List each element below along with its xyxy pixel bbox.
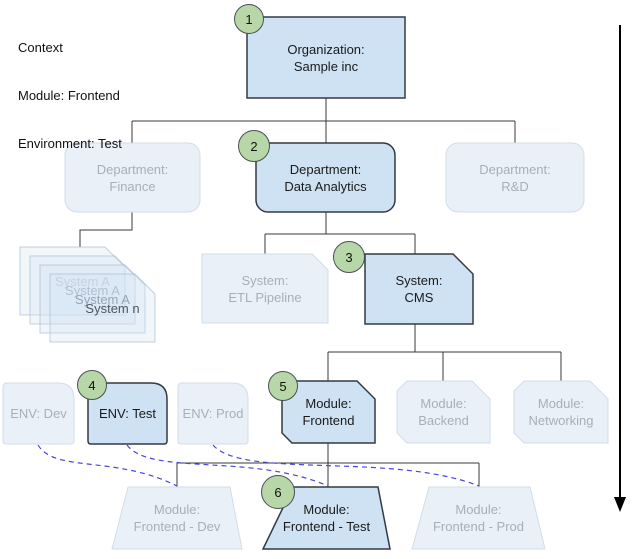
down-arrow-head-icon: [614, 497, 626, 512]
step-badge-4: 4: [77, 370, 107, 400]
dashed-link-test: [126, 444, 329, 487]
system-stack-card-4: [49, 273, 156, 343]
context-block: Context Module: Frontend Environment: Te…: [18, 8, 122, 184]
dashed-link-prod: [212, 444, 480, 487]
node-system-etl-shape: [201, 253, 329, 324]
node-dept-finance-shape: [64, 142, 201, 213]
step-badge-5: 5: [268, 371, 298, 401]
context-module: Module: Frontend: [18, 88, 120, 103]
node-env-prod-shape: [177, 382, 249, 445]
step-badge-6: 6: [261, 475, 295, 509]
node-dept-data-analytics-shape: [255, 142, 396, 213]
connector-frontend-to-deployments: [176, 443, 480, 487]
connector-cms-to-modules: [327, 324, 562, 381]
node-dept-rd-shape: [445, 142, 585, 213]
node-deploy-prod-shape: [411, 486, 546, 550]
step-badge-1: 1: [234, 4, 264, 34]
node-deploy-test-shape: [261, 486, 391, 550]
connector-org-to-departments: [131, 98, 516, 143]
node-module-networking-shape: [513, 380, 609, 444]
context-title: Context: [18, 40, 63, 55]
system-stack-card-1: [19, 246, 126, 316]
connector-dataanalytics-to-systems: [264, 212, 416, 254]
node-module-backend-shape: [396, 380, 491, 444]
node-env-dev-shape: [2, 382, 75, 445]
node-system-cms-shape: [364, 253, 474, 325]
node-organization-shape: [246, 16, 406, 99]
context-environment: Environment: Test: [18, 136, 122, 151]
dashed-link-dev: [37, 444, 178, 487]
connector-finance-to-systems: [79, 212, 133, 247]
step-badge-2: 2: [238, 130, 270, 162]
system-stack-card-2: [29, 255, 136, 325]
step-badge-3: 3: [333, 241, 365, 273]
node-deploy-dev-shape: [111, 486, 243, 550]
system-stack-card-3: [39, 264, 146, 334]
